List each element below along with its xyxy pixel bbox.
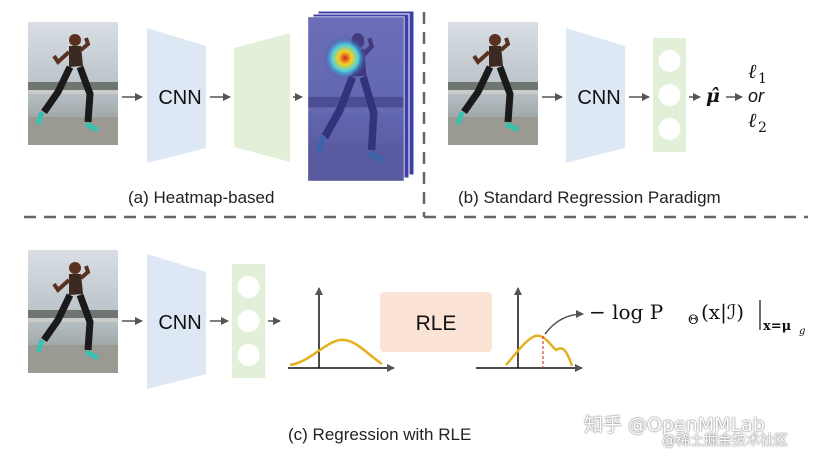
formula-args: (x|ℐ) [701, 300, 744, 325]
input-image-c [28, 250, 118, 373]
gaussian-curve [289, 338, 383, 367]
loss-l1-symbol: ℓ [748, 59, 757, 83]
loss-or: or [748, 86, 765, 106]
likelihood-formula: − log P Θ (x|ℐ) x=μ g [589, 300, 805, 337]
cnn-label-c: CNN [158, 312, 201, 334]
watermark-zhihu: 知乎 @OpenMMLab [584, 414, 765, 436]
formula-subscript: x=μ [763, 319, 792, 334]
caption-a: (a) Heatmap-based [128, 188, 275, 207]
panel-a: CNN [28, 10, 415, 181]
loss-l1-sub: 1 [758, 71, 767, 87]
output-vector-c [232, 264, 265, 378]
heatmap-peak [323, 36, 367, 80]
watermark-juejin: @稀土掘金技术社区 [662, 433, 788, 449]
formula-prefix: − log P [589, 300, 663, 324]
panel-b: CNN μ̂ ℓ 1 or ℓ 2 [448, 22, 767, 163]
cnn-encoder-a [147, 28, 206, 163]
heatmap-stack [308, 10, 415, 181]
loss-l2-symbol: ℓ [748, 108, 757, 132]
formula-pointer-arrow [544, 310, 584, 335]
caption-b: (b) Standard Regression Paradigm [458, 188, 721, 207]
cnn-encoder-c [147, 254, 206, 389]
mu-hat-symbol: μ̂ [706, 85, 720, 107]
formula-theta: Θ [688, 313, 699, 328]
rle-curve [505, 334, 574, 367]
decoder-a [234, 33, 290, 162]
loss-l2: ℓ 2 [748, 108, 767, 136]
formula-subscript-g: g [799, 326, 805, 337]
input-image-b [448, 22, 538, 145]
loss-l1: ℓ 1 [748, 59, 767, 87]
density-plot-gaussian [288, 287, 395, 372]
rle-block [380, 292, 492, 352]
cnn-encoder-b [566, 28, 625, 163]
loss-l2-sub: 2 [758, 120, 767, 136]
input-image-a [28, 22, 118, 145]
output-vector-b [653, 38, 686, 152]
panel-c: CNN RLE − log P Θ (x|ℐ) x=μ [28, 250, 805, 389]
caption-c: (c) Regression with RLE [288, 425, 472, 444]
density-plot-rle [476, 287, 583, 372]
rle-label: RLE [416, 312, 457, 335]
cnn-label-b: CNN [577, 87, 620, 109]
cnn-label-a: CNN [158, 87, 201, 109]
